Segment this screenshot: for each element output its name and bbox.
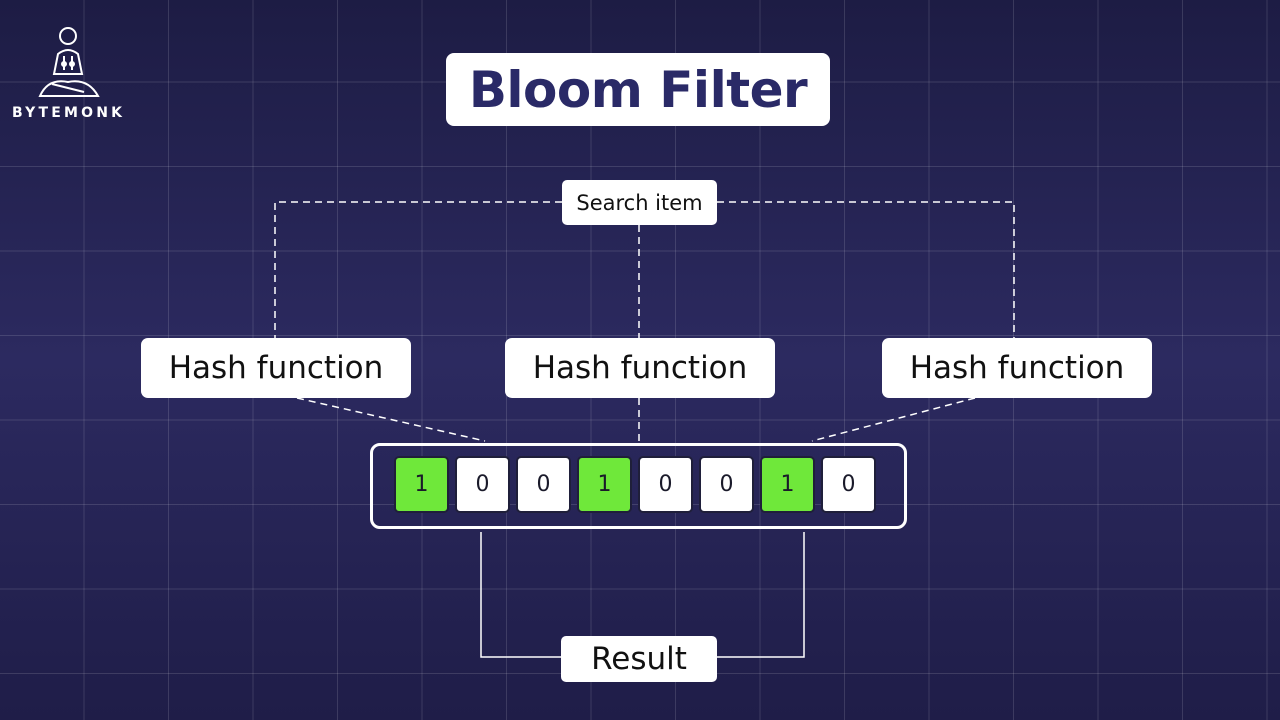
monk-icon (38, 27, 100, 97)
bit-cell: 0 (638, 456, 693, 513)
hash-right-to-array-connector (811, 397, 976, 442)
search-to-hash-right-connector (717, 201, 1015, 338)
hash-left-to-array-connector (296, 397, 486, 442)
search-item-label: Search item (576, 190, 703, 215)
bit-cell: 0 (821, 456, 876, 513)
array-to-result-left-connector (480, 532, 561, 658)
bit-cell: 1 (577, 456, 632, 513)
bit-cell: 0 (516, 456, 571, 513)
hash-function-box-right: Hash function (882, 338, 1152, 398)
result-box: Result (561, 636, 717, 682)
result-label: Result (591, 641, 687, 677)
brand-logo: BYTEMONK (10, 24, 130, 124)
page-title: Bloom Filter (468, 60, 808, 119)
search-item-box: Search item (562, 180, 717, 225)
hash-function-label: Hash function (532, 350, 748, 386)
title-card: Bloom Filter (446, 53, 830, 126)
bit-cell: 0 (699, 456, 754, 513)
bit-array-frame (370, 443, 907, 529)
bit-cell: 1 (760, 456, 815, 513)
brand-name: BYTEMONK (12, 105, 126, 121)
array-to-result-right-connector (717, 532, 805, 658)
bit-cell: 1 (394, 456, 449, 513)
hash-function-label: Hash function (168, 350, 384, 386)
search-to-hash-left-connector (274, 201, 562, 338)
hash-function-label: Hash function (909, 350, 1125, 386)
hash-function-box-center: Hash function (505, 338, 775, 398)
bit-array: 1 0 0 1 0 0 1 0 (394, 456, 876, 513)
hash-function-box-left: Hash function (141, 338, 411, 398)
bit-cell: 0 (455, 456, 510, 513)
